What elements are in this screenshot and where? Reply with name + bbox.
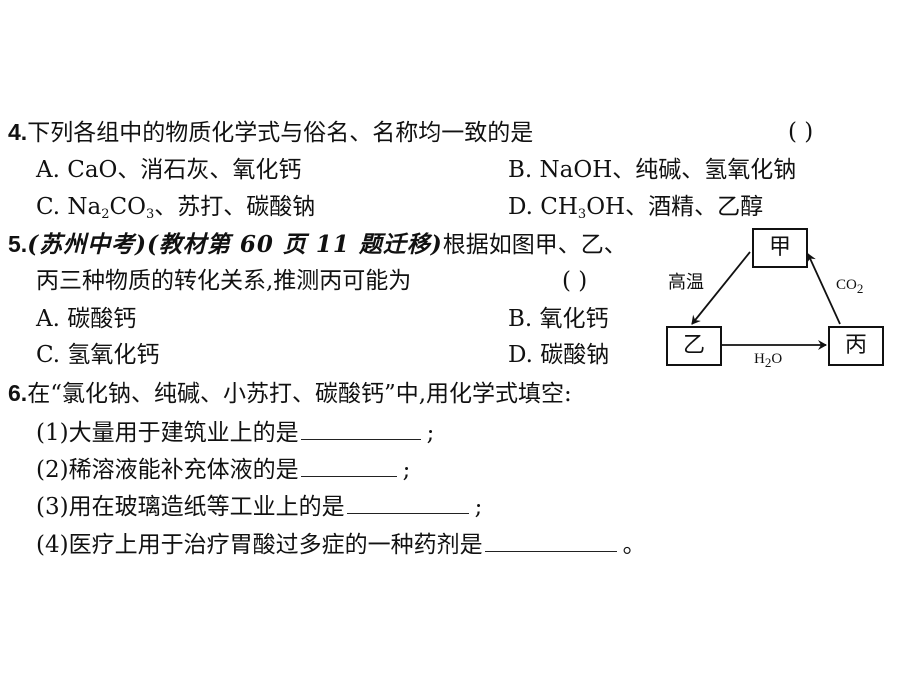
- arrow-jia-to-yi: [691, 251, 751, 325]
- q5-source: (苏州中考)(教材第 60 页 11 题迁移): [27, 231, 443, 258]
- q6-item-2-text: (2)稀溶液能补充体液的是: [36, 457, 299, 483]
- q5-answer-paren[interactable]: ( ): [562, 268, 588, 294]
- q6-item-2: (2)稀溶液能补充体液的是;: [36, 452, 410, 485]
- node-bing: 丙: [828, 326, 884, 366]
- label-h2o-h: H: [754, 351, 765, 367]
- diagram-arrows: [691, 251, 841, 350]
- q6-number: 6.: [8, 380, 28, 406]
- q6-item-1: (1)大量用于建筑业上的是;: [36, 415, 434, 448]
- q6-item-2-end: ;: [402, 457, 411, 483]
- q4-option-d-pre: D. CH: [508, 194, 578, 220]
- label-h2o-sub: 2: [764, 355, 772, 370]
- q6-item-4-blank[interactable]: [484, 527, 617, 552]
- q5-option-d: D. 碳酸钠: [508, 342, 610, 368]
- q5-option-c: C. 氢氧化钙: [36, 342, 160, 368]
- q4-option-a: A. CaO、消石灰、氧化钙: [36, 157, 302, 183]
- q6-stem: 在“氯化钠、纯碱、小苏打、碳酸钙”中,用化学式填空:: [27, 381, 572, 407]
- label-co2-sub: 2: [856, 281, 864, 296]
- q4-option-c-sub2: 3: [146, 207, 155, 222]
- q5-number: 5.: [8, 231, 28, 257]
- q4-option-c-post: 、苏打、碳酸钠: [154, 194, 316, 220]
- q6-item-3-blank[interactable]: [346, 489, 469, 514]
- q6-item-4-text: (4)医疗上用于治疗胃酸过多症的一种药剂是: [36, 532, 483, 558]
- q5-option-a: A. 碳酸钙: [36, 306, 137, 332]
- q4-stem: 下列各组中的物质化学式与俗名、名称均一致的是: [27, 120, 534, 146]
- label-high-temp: 高温: [668, 272, 704, 293]
- q6-item-4-end: 。: [622, 532, 646, 558]
- q5-stem-line2: 丙三种物质的转化关系,推测丙可能为: [36, 268, 412, 294]
- q4-option-d-post: OH、酒精、乙醇: [586, 194, 764, 220]
- q4-option-c-sub1: 2: [101, 207, 110, 222]
- q4-stem-line: 4.下列各组中的物质化学式与俗名、名称均一致的是: [8, 117, 533, 148]
- arrow-bing-to-jia: [806, 253, 841, 325]
- q4-number: 4.: [8, 119, 28, 145]
- q6-item-1-text: (1)大量用于建筑业上的是: [36, 420, 299, 446]
- q6-item-2-blank[interactable]: [300, 452, 397, 477]
- node-yi: 乙: [666, 326, 722, 366]
- q6-item-1-blank[interactable]: [300, 415, 421, 440]
- q4-option-b: B. NaOH、纯碱、氢氧化钠: [508, 157, 797, 183]
- label-h2o: H2O: [754, 348, 782, 370]
- q4-option-c-pre: C. Na: [36, 194, 102, 220]
- q6-item-3-text: (3)用在玻璃造纸等工业上的是: [36, 494, 345, 520]
- q4-option-d: D. CH3OH、酒精、乙醇: [508, 192, 763, 222]
- q5-option-b: B. 氧化钙: [508, 306, 609, 332]
- q4-answer-paren[interactable]: ( ): [788, 119, 814, 145]
- label-co2: CO2: [836, 274, 863, 296]
- q5-conversion-diagram: 甲 乙 丙 高温 CO2 H2O: [650, 224, 890, 374]
- label-co2-text: CO: [836, 277, 857, 293]
- q6-item-3-end: ;: [474, 494, 483, 520]
- q4-option-d-sub: 3: [577, 207, 587, 222]
- node-jia: 甲: [752, 228, 808, 268]
- q6-item-3: (3)用在玻璃造纸等工业上的是;: [36, 489, 482, 522]
- q5-stem-line1: 5.(苏州中考)(教材第 60 页 11 题迁移)根据如图甲、乙、: [8, 229, 627, 260]
- q6-stem-line: 6.在“氯化钠、纯碱、小苏打、碳酸钙”中,用化学式填空:: [8, 378, 572, 409]
- q4-option-c: C. Na2CO3、苏打、碳酸钠: [36, 192, 315, 222]
- q5-stem-part1: 根据如图甲、乙、: [442, 232, 627, 258]
- label-h2o-o: O: [771, 351, 783, 367]
- q4-option-c-mid: CO: [109, 194, 146, 220]
- q6-item-4: (4)医疗上用于治疗胃酸过多症的一种药剂是 。: [36, 527, 646, 560]
- q6-item-1-end: ;: [426, 420, 435, 446]
